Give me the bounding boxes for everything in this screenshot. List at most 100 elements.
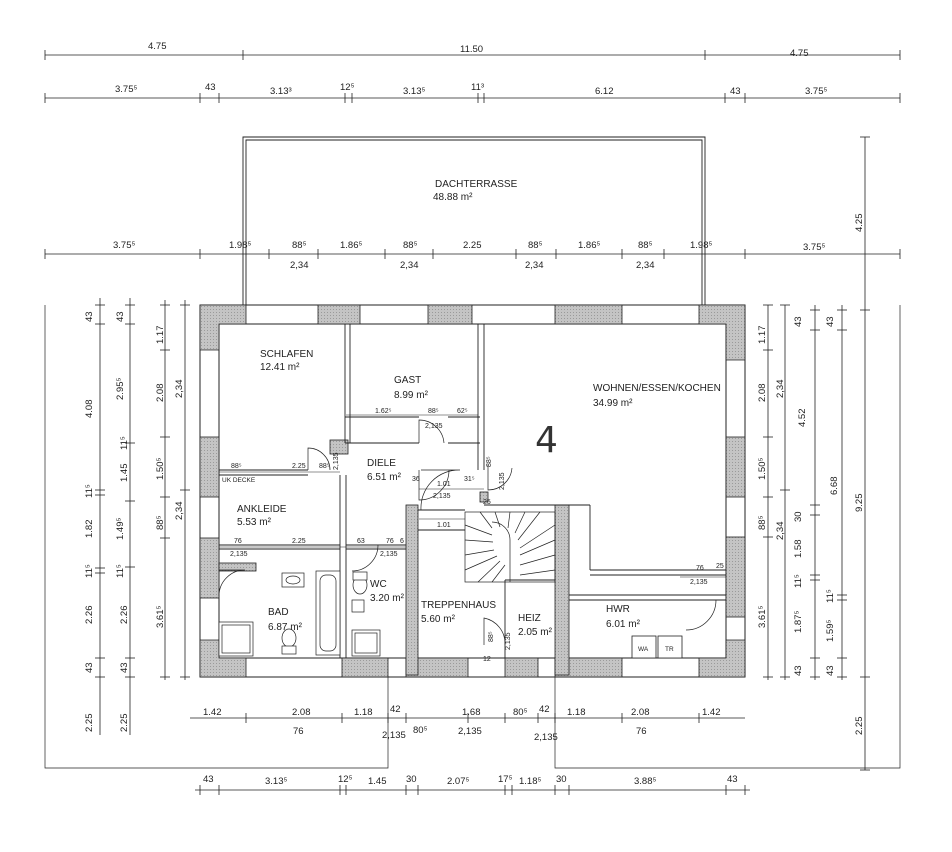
terrace-dim-0: 3.75⁵ bbox=[113, 240, 135, 251]
int-gast-a: 1.62⁵ bbox=[375, 408, 392, 415]
right1-2: 1.50⁵ bbox=[757, 458, 768, 480]
heiz-name: HEIZ bbox=[518, 613, 541, 624]
int-ank-g: 6 bbox=[400, 538, 404, 545]
left4-1: 2,34 bbox=[174, 502, 185, 521]
top2-dim-8: 3.75⁵ bbox=[805, 86, 827, 97]
int-diele-e: 36 bbox=[412, 476, 420, 483]
right4-1: 6.68 bbox=[829, 477, 840, 496]
left2-5: 11⁵ bbox=[115, 564, 126, 578]
left-dimension-ticks bbox=[95, 304, 190, 678]
int-hwr-b: 25 bbox=[716, 563, 724, 570]
int-ank-b: 2,135 bbox=[230, 551, 248, 558]
right1-0: 1.17 bbox=[757, 326, 768, 345]
int-diele-j: 2,135 bbox=[499, 472, 506, 490]
bottom-extension-lines bbox=[44, 305, 901, 769]
int-trep-b: 2,135 bbox=[505, 632, 512, 650]
dryer-label: TR bbox=[665, 646, 674, 653]
left-far-6: 43 bbox=[84, 662, 95, 673]
left2-6: 2.26 bbox=[119, 606, 130, 625]
gast-area: 8.99 m² bbox=[394, 390, 429, 401]
int-diele-h: 2,135 bbox=[433, 493, 451, 500]
top2-dim-4: 3.13⁵ bbox=[403, 86, 425, 97]
left2-0: 43 bbox=[115, 311, 126, 322]
int-diele-k: 1.01 bbox=[437, 522, 451, 529]
bottom-row-8: 30 bbox=[556, 774, 567, 785]
bottom-row-4: 30 bbox=[406, 774, 417, 785]
left2-8: 2.25 bbox=[119, 714, 130, 733]
ankleide-area: 5.53 m² bbox=[237, 517, 272, 528]
int-trep-c: 12 bbox=[483, 656, 491, 663]
int-diele-g: 31⁵ bbox=[464, 476, 475, 483]
left4-0: 2,34 bbox=[174, 380, 185, 399]
int-ank-e: 76 bbox=[386, 538, 394, 545]
bottom-row-2: 12⁵ bbox=[338, 774, 353, 785]
int-diele-c: 88⁵ bbox=[319, 463, 330, 470]
right3-3: 1.58 bbox=[793, 540, 804, 559]
left-far-7: 2.25 bbox=[84, 714, 95, 733]
right2-0: 2,34 bbox=[775, 380, 786, 399]
top1-dim-2: 4.75 bbox=[790, 48, 809, 59]
right4-4: 43 bbox=[825, 665, 836, 676]
top1-dim-0: 4.75 bbox=[148, 41, 167, 52]
terrace-sub-3: 2,34 bbox=[636, 260, 655, 271]
top2-dim-3: 12⁵ bbox=[340, 82, 355, 93]
bottom-row-10: 43 bbox=[727, 774, 738, 785]
bottom-open-5: 80⁵ bbox=[513, 707, 528, 718]
treppenhaus-area: 5.60 m² bbox=[421, 614, 456, 625]
left3-2: 1.50⁵ bbox=[155, 458, 166, 480]
hwr-area: 6.01 m² bbox=[606, 619, 641, 630]
bad-name: BAD bbox=[268, 607, 289, 618]
int-diele-a: 88⁵ bbox=[231, 463, 242, 470]
terrace-dim-7: 1.86⁵ bbox=[578, 240, 600, 251]
top2-dim-1: 43 bbox=[205, 82, 216, 93]
right3-4: 11⁵ bbox=[793, 574, 804, 588]
bottom-open-0: 1.42 bbox=[203, 707, 222, 718]
terrace-area: 48.88 m² bbox=[433, 192, 473, 203]
top2-dim-6: 6.12 bbox=[595, 86, 614, 97]
int-ank-c: 2.25 bbox=[292, 538, 306, 545]
terrace-dim-5: 2.25 bbox=[463, 240, 482, 251]
int-diele-i: 88⁵ bbox=[486, 456, 493, 467]
int-hwr-c: 2,135 bbox=[690, 579, 708, 586]
top2-dim-7: 43 bbox=[730, 86, 741, 97]
left3-3: 88⁵ bbox=[155, 515, 166, 530]
terrace-dim-8: 88⁵ bbox=[638, 240, 653, 251]
wohnen-name: WOHNEN/ESSEN/KOCHEN bbox=[593, 383, 721, 394]
interior-dimension-lines bbox=[219, 414, 726, 578]
bottom-open-9: 1.42 bbox=[702, 707, 721, 718]
left2-4: 1.49⁵ bbox=[115, 518, 126, 540]
right3-5: 1.87⁵ bbox=[793, 611, 804, 633]
bottom-sub-5: 76 bbox=[636, 726, 647, 737]
int-diele-d: 2,135 bbox=[333, 452, 340, 470]
int-ank-d: 63 bbox=[357, 538, 365, 545]
bottom-dimension-chain-2 bbox=[195, 785, 750, 795]
int-gast-b: 88⁵ bbox=[428, 408, 439, 415]
terrace-dim-1: 1.98⁵ bbox=[229, 240, 251, 251]
schlafen-name: SCHLAFEN bbox=[260, 349, 313, 360]
gast-name: GAST bbox=[394, 375, 421, 386]
left3-1: 2.08 bbox=[155, 384, 166, 403]
right3-6: 43 bbox=[793, 665, 804, 676]
bottom-row-3: 1.45 bbox=[368, 776, 387, 787]
bottom-row-5: 2.07⁵ bbox=[447, 776, 469, 787]
left-far-4: 11⁵ bbox=[84, 564, 95, 578]
bottom-open-1: 2.08 bbox=[292, 707, 311, 718]
terrace-height-label: 4.25 bbox=[854, 214, 865, 233]
terrace-dim-3: 1.86⁵ bbox=[340, 240, 362, 251]
bottom-sub-4: 2,135 bbox=[534, 732, 558, 743]
schlafen-area: 12.41 m² bbox=[260, 362, 300, 373]
wc-area: 3.20 m² bbox=[370, 593, 405, 604]
bottom-sub-3: 2,135 bbox=[458, 726, 482, 737]
hwr-name: HWR bbox=[606, 604, 630, 615]
top-dimension-chain-2 bbox=[44, 93, 901, 103]
int-ank-a: 76 bbox=[234, 538, 242, 545]
terrace-dim-2: 88⁵ bbox=[292, 240, 307, 251]
left3-0: 1.17 bbox=[155, 326, 166, 345]
staircase bbox=[464, 511, 556, 583]
bottom-row-9: 3.88⁵ bbox=[634, 776, 656, 787]
bottom-open-6: 42 bbox=[539, 704, 550, 715]
top2-dim-5: 11³ bbox=[471, 82, 484, 93]
diele-name: DIELE bbox=[367, 458, 396, 469]
terrace-dim-9: 1.98⁵ bbox=[690, 240, 712, 251]
